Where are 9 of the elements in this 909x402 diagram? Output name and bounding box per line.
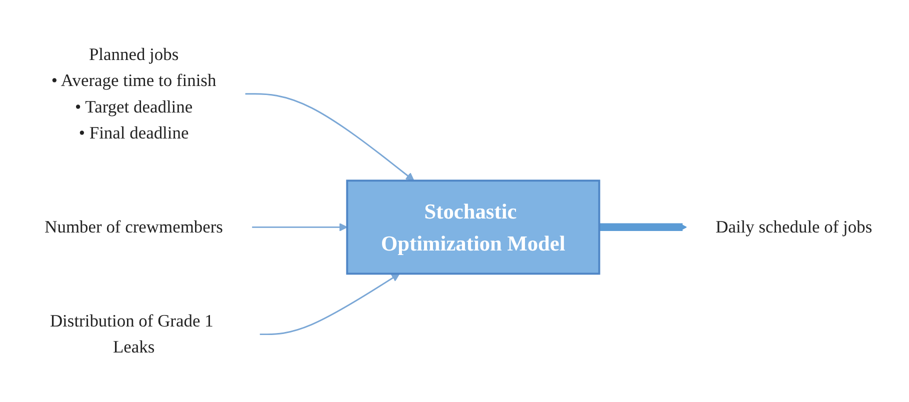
node-text: Planned jobs • Average time to finish • Target deadline • Final deadline: [51, 44, 216, 142]
node-text: Number of crewmembers: [44, 217, 223, 236]
arrow: [599, 222, 687, 232]
arrow: [245, 93, 414, 182]
arrow: [260, 273, 400, 336]
node-box: Stochastic Optimization Model: [346, 180, 600, 275]
node-text: Distribution of Grade 1 Leaks: [50, 311, 214, 357]
node-text: Daily schedule of jobs: [716, 217, 872, 236]
arrow: [252, 222, 348, 232]
